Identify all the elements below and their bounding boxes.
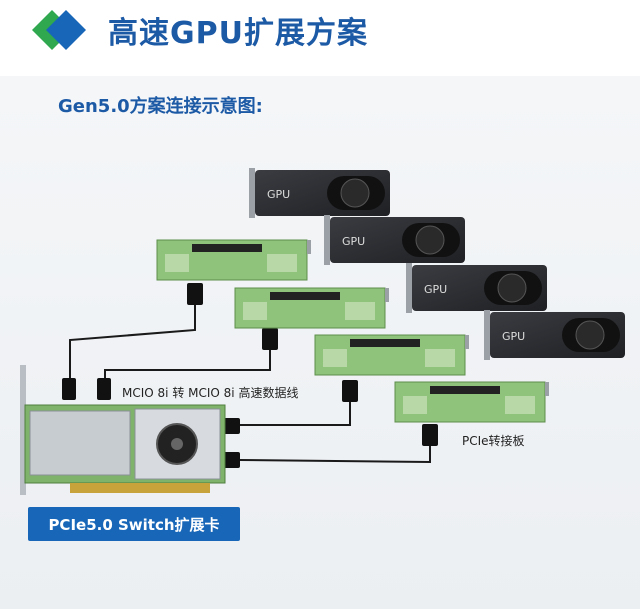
gpu-card-2: GPU (324, 215, 465, 265)
riser-board-2 (235, 288, 389, 328)
riser-label: PCIe转接板 (462, 432, 525, 449)
gpu-label: GPU (424, 283, 447, 296)
connector (342, 380, 358, 402)
riser-board-4 (395, 382, 549, 422)
cable-3 (240, 400, 350, 425)
gpu-label: GPU (267, 188, 290, 201)
cable-4 (240, 445, 430, 462)
cable-2 (105, 348, 270, 380)
cable-1 (70, 305, 195, 380)
connector (187, 283, 203, 305)
riser-board-1 (157, 240, 311, 280)
gpu-card-1: GPU (249, 168, 390, 218)
gpu-card-3: GPU (406, 263, 547, 313)
connector (422, 424, 438, 446)
connector (62, 378, 76, 400)
gpu-label: GPU (342, 235, 365, 248)
riser-board-3 (315, 335, 469, 375)
gpu-card-4: GPU (484, 310, 625, 360)
connector (97, 378, 111, 400)
cable-label: MCIO 8i 转 MCIO 8i 高速数据线 (122, 384, 298, 401)
connector (262, 328, 278, 350)
gpu-label: GPU (502, 330, 525, 343)
switch-card-label: PCIe5.0 Switch扩展卡 (28, 507, 240, 541)
